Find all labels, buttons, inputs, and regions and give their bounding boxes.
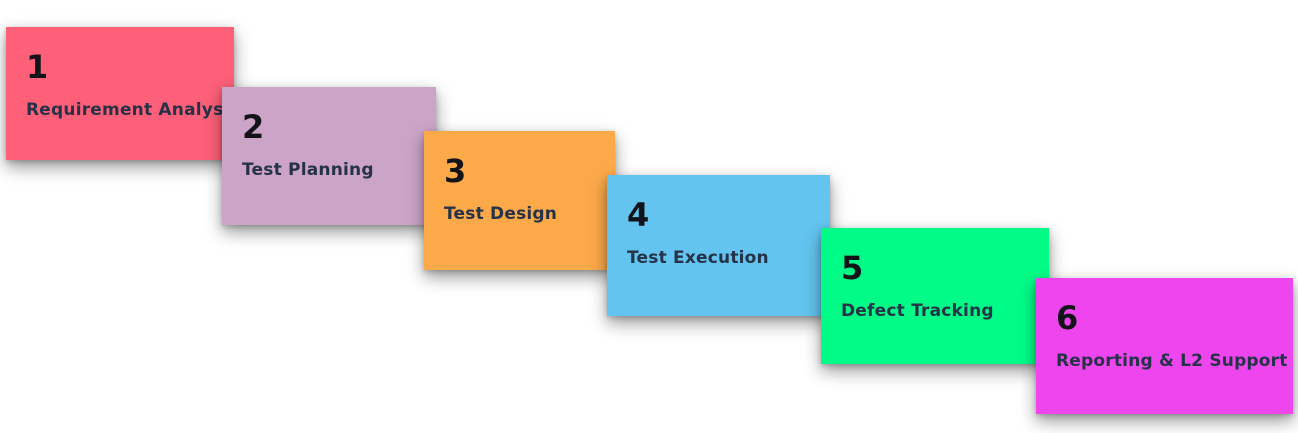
step-card-reporting-l2-support: 6 Reporting & L2 Support: [1036, 278, 1293, 414]
step-card-requirement-analysis: 1 Requirement Analysis: [6, 27, 240, 160]
step-card-test-execution: 4 Test Execution: [607, 175, 830, 316]
step-label: Test Execution: [627, 248, 769, 268]
step-number: 4: [627, 196, 650, 234]
step-label: Defect Tracking: [841, 301, 994, 321]
step-label: Requirement Analysis: [26, 100, 240, 120]
step-number: 3: [444, 152, 467, 190]
step-card-test-design: 3 Test Design: [424, 131, 615, 270]
step-label: Test Design: [444, 204, 558, 224]
step-number: 5: [841, 249, 864, 287]
step-number: 6: [1056, 299, 1079, 337]
step-label: Test Planning: [242, 160, 374, 180]
step-label: Reporting & L2 Support: [1056, 351, 1288, 371]
step-card-test-planning: 2 Test Planning: [222, 87, 436, 225]
step-number: 2: [242, 108, 265, 146]
step-number: 1: [26, 48, 49, 86]
step-card-defect-tracking: 5 Defect Tracking: [821, 228, 1049, 364]
